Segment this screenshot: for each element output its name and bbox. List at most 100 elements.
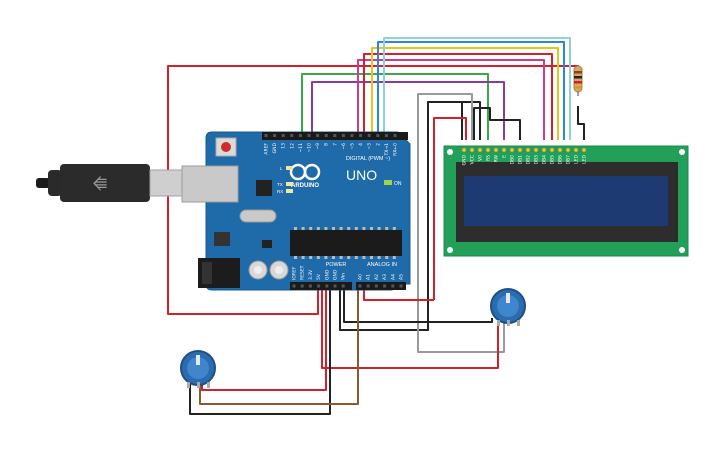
chip-leg	[370, 256, 373, 259]
power-pin-hole[interactable]	[341, 284, 345, 288]
digital-pin-hole[interactable]	[307, 134, 311, 137]
lcd-pin[interactable]	[517, 147, 523, 153]
digital-pin-hole[interactable]	[384, 134, 388, 137]
lcd-pin[interactable]	[501, 147, 507, 153]
lcd-pin[interactable]	[541, 147, 547, 153]
digital-pin-label: 8	[324, 143, 330, 146]
wire-brown-a0[interactable]	[199, 283, 359, 405]
lcd-pin[interactable]	[565, 147, 571, 153]
digital-pin-hole[interactable]	[393, 134, 397, 137]
power-pin-label: GND	[333, 269, 339, 280]
analog-pin-hole[interactable]	[374, 284, 378, 288]
lcd-pin[interactable]	[477, 147, 483, 153]
digital-pin-hole[interactable]	[273, 134, 277, 137]
brand-label: ARDUINO	[291, 183, 319, 189]
lcd-pin[interactable]	[525, 147, 531, 153]
power-pin-hole[interactable]	[292, 284, 296, 288]
wire-red-vcc[interactable]	[321, 283, 499, 369]
chip-leg	[392, 256, 396, 259]
wire-yellow[interactable]	[371, 47, 559, 140]
rx-led	[286, 189, 293, 193]
wire-red-vcc-2[interactable]	[433, 117, 467, 300]
lcd-pin-label: DB7	[566, 155, 572, 165]
digital-pin-hole[interactable]	[316, 134, 320, 137]
digital-pin-hole[interactable]	[367, 134, 371, 137]
usb-cable[interactable]: ⭅	[36, 164, 183, 202]
power-pin-label: 5V	[316, 273, 322, 280]
power-pin-hole[interactable]	[333, 284, 337, 288]
regulator	[214, 232, 230, 246]
digital-pin-hole[interactable]	[298, 134, 302, 137]
bottom-pin-holes	[292, 284, 403, 288]
analog-header[interactable]	[356, 282, 406, 290]
wire-black-gnd-lcd-2[interactable]	[473, 107, 521, 140]
wire-magenta[interactable]	[357, 59, 545, 140]
wire-green[interactable]	[301, 73, 489, 140]
analog-header-label: ANALOG IN	[367, 262, 397, 268]
digital-pin-hole[interactable]	[264, 134, 268, 137]
chip-leg	[316, 227, 320, 230]
analog-pin-label: A3	[382, 274, 388, 280]
lcd-pin[interactable]	[557, 147, 563, 153]
digital-pin-hole[interactable]	[350, 134, 354, 137]
analog-pin-hole[interactable]	[383, 284, 387, 288]
potentiometer-left[interactable]	[180, 350, 216, 388]
lcd-pin[interactable]	[485, 147, 491, 153]
digital-pin-label: TX→1	[384, 143, 390, 157]
chip-leg	[332, 227, 335, 230]
digital-pin-hole[interactable]	[290, 134, 294, 137]
power-pin-hole[interactable]	[317, 284, 321, 288]
wire-blue[interactable]	[377, 41, 565, 140]
on-led	[384, 180, 392, 185]
wire-black-gnd-lcd-3[interactable]	[428, 101, 481, 140]
chip-leg	[309, 256, 313, 259]
digital-pin-hole[interactable]	[281, 134, 285, 137]
lcd-pin[interactable]	[493, 147, 499, 153]
lcd-pin[interactable]	[533, 147, 539, 153]
digital-pin-hole[interactable]	[324, 134, 328, 137]
wire-black-pot2[interactable]	[343, 283, 493, 323]
lcd-pin[interactable]	[461, 147, 467, 153]
arduino-logo-right	[303, 163, 321, 181]
analog-pin-label: A2	[374, 274, 380, 280]
lcd-pin-label: V0	[478, 155, 484, 161]
chip-leg	[316, 256, 320, 259]
lcd-pin[interactable]	[581, 147, 587, 153]
wire-red-pot1[interactable]	[201, 283, 327, 391]
wire-cyan[interactable]	[383, 37, 571, 140]
wire-black-led[interactable]	[577, 106, 585, 140]
lcd-pin-label: DB3	[534, 155, 540, 165]
wire-red-d5[interactable]	[363, 53, 553, 140]
lcd-pin[interactable]	[549, 147, 555, 153]
wire-black-gnd-lcd[interactable]	[339, 101, 463, 331]
lcd-pin[interactable]	[573, 147, 579, 153]
digital-pin-hole[interactable]	[376, 134, 380, 137]
analog-pin-hole[interactable]	[391, 284, 395, 288]
power-header[interactable]	[290, 282, 352, 290]
lcd-pin-label: LED	[574, 154, 580, 163]
lcd-pin[interactable]	[469, 147, 475, 153]
analog-pin-hole[interactable]	[358, 284, 362, 288]
power-pin-hole[interactable]	[300, 284, 304, 288]
chip-leg	[301, 227, 305, 230]
lcd-pin[interactable]	[509, 147, 515, 153]
digital-pin-hole[interactable]	[333, 134, 337, 137]
digital-pin-hole[interactable]	[359, 134, 363, 137]
reset-button-cap	[221, 142, 231, 152]
power-pin-hole[interactable]	[325, 284, 329, 288]
analog-pin-hole[interactable]	[399, 284, 403, 288]
power-pin-hole[interactable]	[308, 284, 312, 288]
analog-pin-hole[interactable]	[366, 284, 370, 288]
wire-purple[interactable]	[311, 81, 505, 140]
power-pin-label: Vin	[341, 273, 347, 280]
digital-pin-hole[interactable]	[341, 134, 345, 137]
potentiometer-right[interactable]	[490, 288, 526, 326]
resistor[interactable]	[573, 65, 583, 93]
wire-black-pot1[interactable]	[189, 283, 331, 415]
wire-gray-v0[interactable]	[417, 93, 505, 353]
